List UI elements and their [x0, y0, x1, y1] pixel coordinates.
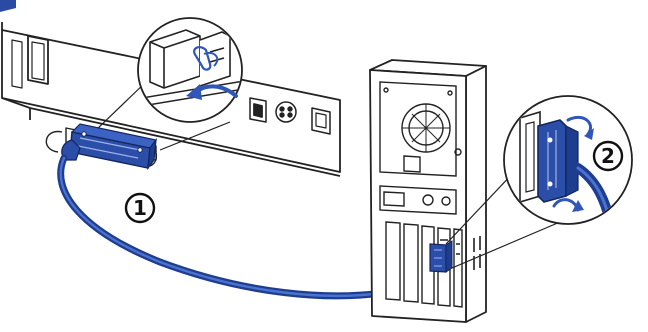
- step-2-badge: 2: [594, 142, 622, 170]
- printer-connector-icon: [62, 124, 156, 168]
- pc-connector-icon: [430, 241, 452, 272]
- step-1-badge: 1: [126, 194, 154, 222]
- fan-grille-icon: [402, 104, 450, 152]
- step-1-number: 1: [133, 196, 147, 220]
- step-2-number: 2: [601, 144, 615, 168]
- corner-tab: [0, 0, 16, 12]
- pc-tower: [370, 60, 486, 322]
